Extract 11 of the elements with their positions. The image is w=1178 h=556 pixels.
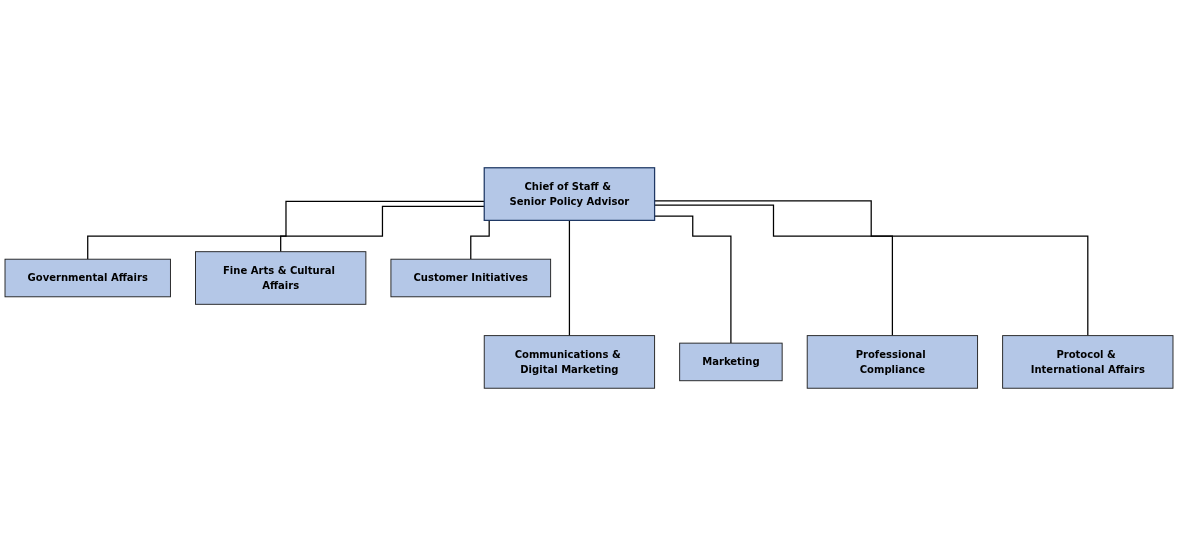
node-box: Governmental Affairs xyxy=(4,258,171,298)
node-box: Customer Initiatives xyxy=(390,258,552,298)
connector xyxy=(568,219,571,337)
node-box: Communications & Digital Marketing xyxy=(483,335,656,389)
node-box: Fine Arts & Cultural Affairs xyxy=(195,251,367,305)
connector xyxy=(87,200,485,260)
node-box: Protocol & International Affairs xyxy=(1002,335,1174,389)
node-box: Marketing xyxy=(679,342,783,382)
node-box: Chief of Staff & Senior Policy Advisor xyxy=(483,167,656,221)
connector xyxy=(280,205,485,253)
node-box: Professional Compliance xyxy=(806,335,979,389)
